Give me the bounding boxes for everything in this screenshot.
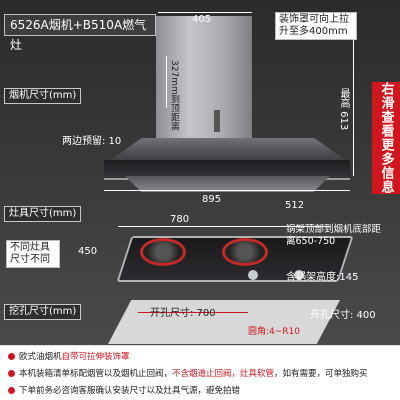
swipe-more-info-button[interactable]: 右滑查看更多信息 [372,82,400,194]
model-title: 6526A烟机+B510A燃气灶 [4,14,156,52]
footer-line-2-tail: ，如有需要，可单独购买 [274,369,368,379]
knob-right-icon [294,270,304,280]
dim-line-top-width [158,12,252,13]
tag-stove-size: 灶具尺寸(mm) [4,206,82,222]
dim-side-reserve: 两边预留: 10 [62,136,122,147]
dim-top-width: 405 [192,14,212,25]
dim-hood-width: 895 [202,194,222,205]
dim-chimney-height: 327mm到顶距离 [169,60,179,131]
dim-line-chimney-height [166,56,167,108]
hood-chimney [156,16,252,144]
burner-left-icon [140,238,186,266]
dim-cutout-depth: 开孔尺寸: 400 [310,310,376,321]
tag-hood-size: 烟机尺寸(mm) [4,88,82,104]
knob-left-icon [248,270,258,280]
bullet-icon [8,386,15,394]
dim-stove-width: 780 [170,214,190,225]
footer-notes: 欧式油烟机 自带可拉伸装饰罩 本机装箱清单标配烟管以及烟机止回阀， 不含烟道止回… [0,345,400,400]
hood-body [108,138,348,162]
dim-line-total-height [353,16,354,176]
footer-line-1: 欧式油烟机 自带可拉伸装饰罩 [8,350,130,362]
footer-line-3-text: 下单前务必咨询客服确认安装尺寸以及灶具气源，避免拍错 [19,386,241,396]
dim-total-height: 最高 613 [338,88,349,131]
bullet-icon [8,369,15,377]
dim-hood-depth: 512 [285,200,305,211]
bracket-distance-note: 锅架顶部到烟机底部距离650-750 [286,224,382,247]
cutout-area [108,300,340,344]
dim-line-hood-width [104,190,350,191]
footer-line-1-text: 欧式油烟机 [19,352,62,362]
footer-line-2: 本机装箱清单标配烟管以及烟机止回阀， 不含烟道止回阀，灶具软管 ，如有需要，可单… [8,367,368,379]
dim-line-stove-width [118,226,330,227]
dim-stove-depth: 450 [78,246,98,257]
tag-cutout-size: 挖孔尺寸(mm) [4,304,82,320]
footer-line-3: 下单前务必咨询客服确认安装尺寸以及灶具气源，避免拍错 [8,384,240,396]
dim-cutout-corner: 圆角:4~R10 [248,327,301,337]
footer-line-2-text: 本机装箱清单标配烟管以及烟机止回阀， [19,369,173,379]
product-diagram: 6526A烟机+B510A燃气灶 405 装饰罩可向上拉升至多400mm 327… [0,0,400,345]
dim-cutout-width: 开孔尺寸: 700 [150,308,216,319]
dim-stove-height: 含锅架高度:145 [286,272,359,283]
dim-line-cutout-width [138,312,248,313]
stove-variance-note: 不同灶具尺寸不同 [6,240,60,268]
footer-line-1-highlight: 自带可拉伸装饰罩 [61,352,130,362]
brand-logo-icon [214,110,220,132]
footer-line-2-highlight: 不含烟道止回阀，灶具软管 [172,369,275,379]
burner-right-icon [222,238,268,266]
chimney-extend-note: 装饰罩可向上拉升至多400mm [275,12,357,40]
bullet-icon [8,352,15,360]
hood-filter [125,176,330,192]
